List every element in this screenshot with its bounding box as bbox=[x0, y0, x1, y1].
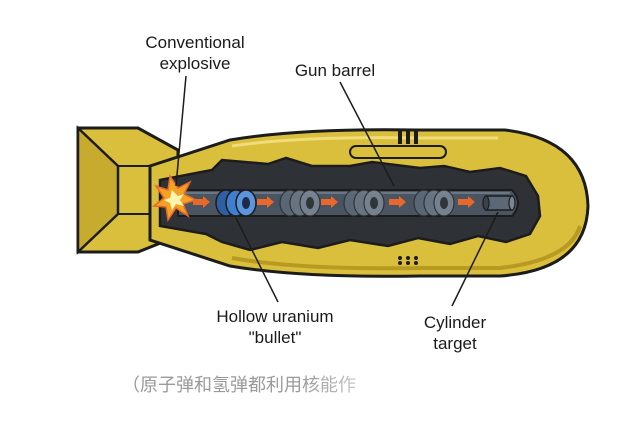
leader-conventional-explosive bbox=[175, 75, 187, 187]
leader-gun-barrel bbox=[339, 81, 395, 187]
arrow bbox=[257, 196, 274, 208]
motion-arrows bbox=[193, 196, 475, 208]
label-line: explosive bbox=[159, 54, 231, 73]
arrow bbox=[389, 196, 406, 208]
caption-fade-overlay bbox=[300, 372, 640, 402]
label-line: Conventional bbox=[145, 33, 245, 52]
label-cylinder-target: Cylinder target bbox=[400, 312, 510, 354]
label-conventional-explosive: Conventional explosive bbox=[120, 32, 270, 74]
leader-hollow-uranium-bullet bbox=[235, 217, 279, 303]
arrow bbox=[193, 196, 210, 208]
cylinder-target-shape bbox=[482, 195, 516, 211]
label-line: Cylinder bbox=[423, 313, 487, 332]
arrow bbox=[321, 196, 338, 208]
bullet-path-ghosts bbox=[279, 189, 455, 217]
label-hollow-uranium-bullet: Hollow uranium "bullet" bbox=[190, 306, 360, 348]
label-line: Hollow uranium bbox=[216, 307, 334, 326]
leader-cylinder-target bbox=[451, 211, 499, 307]
caption-text: （原子弹和氢弹都利用核能作 bbox=[122, 375, 356, 396]
arrow bbox=[458, 196, 475, 208]
explosion-burst bbox=[152, 173, 199, 223]
label-line: target bbox=[433, 334, 477, 353]
label-gun-barrel: Gun barrel bbox=[294, 61, 376, 80]
leader-lines bbox=[175, 75, 499, 307]
hollow-uranium-bullet-shape bbox=[215, 189, 257, 217]
label-line: "bullet" bbox=[248, 328, 302, 347]
